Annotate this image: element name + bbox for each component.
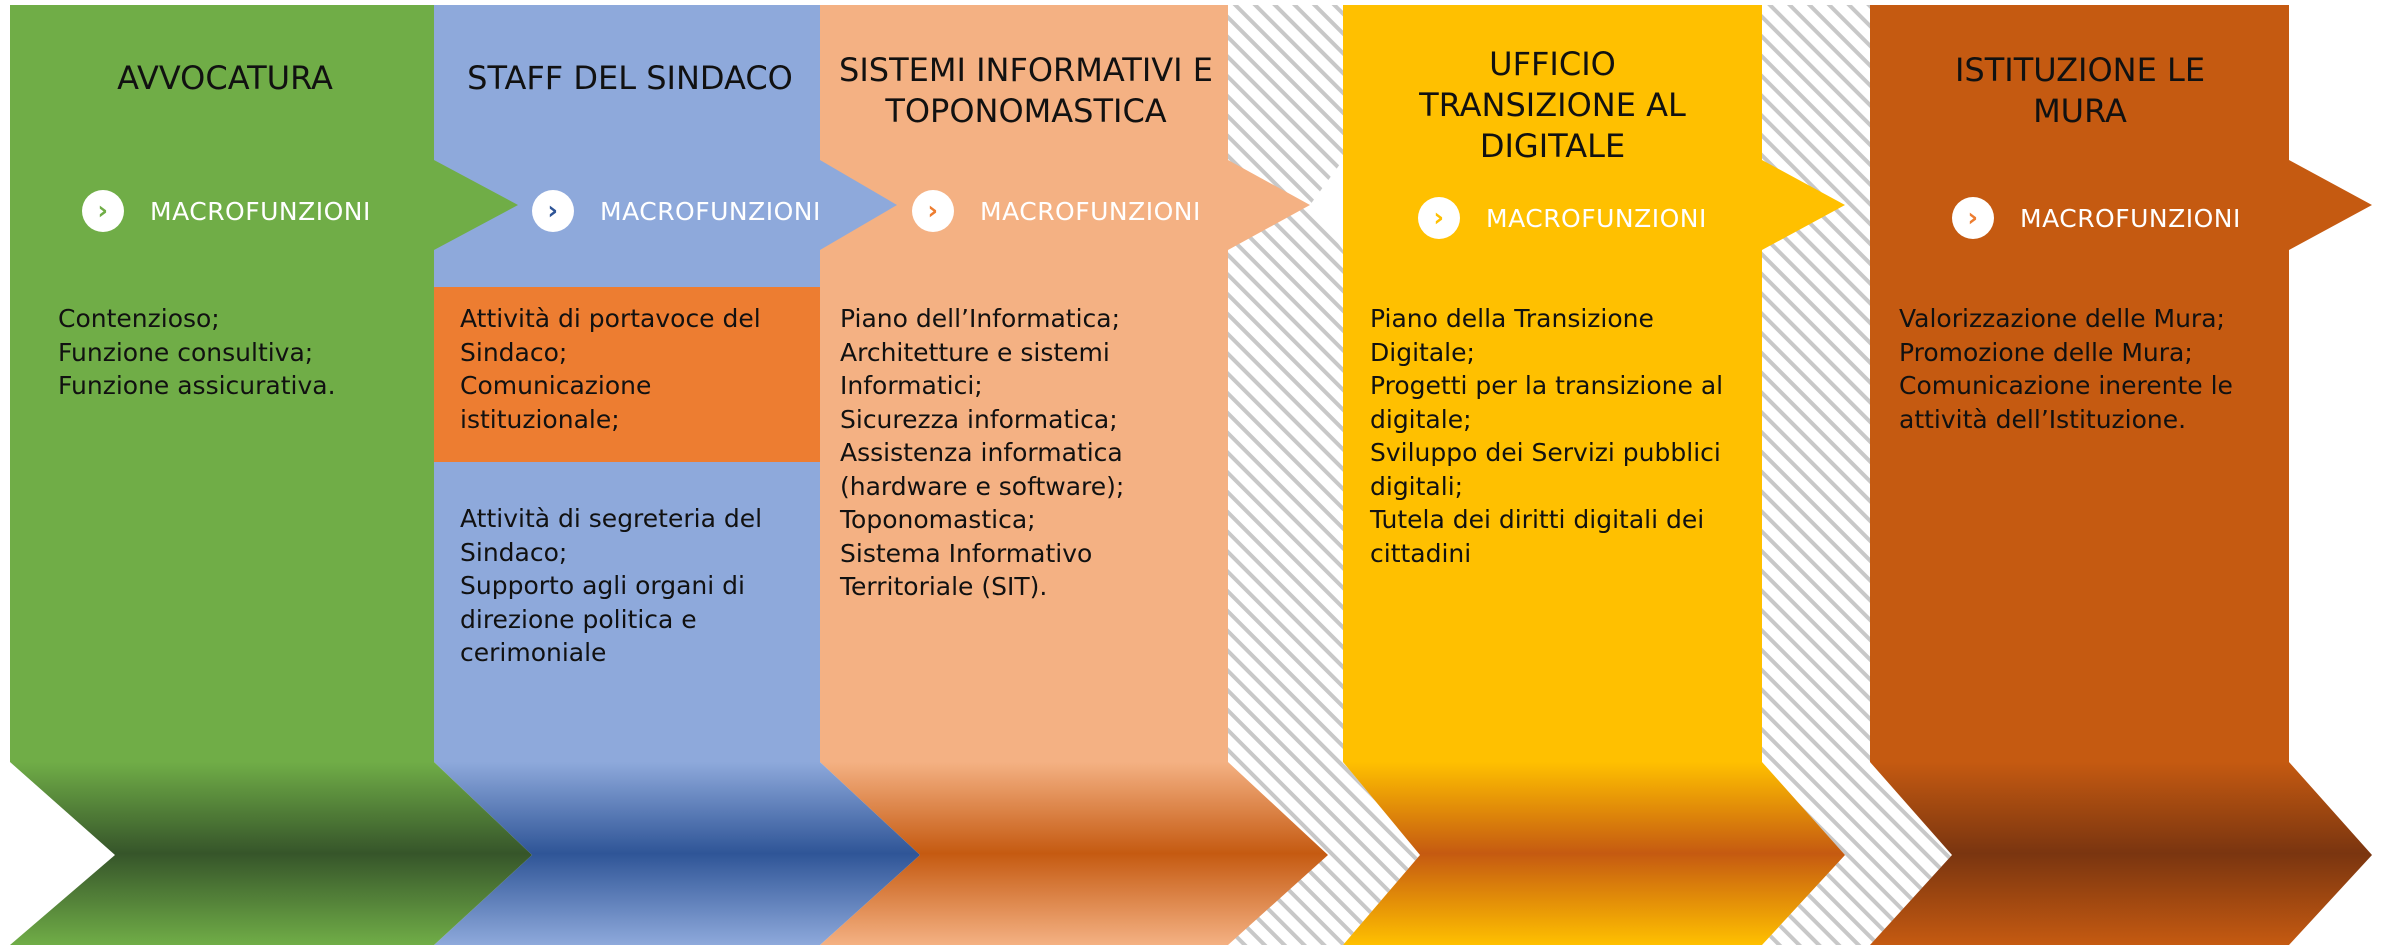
macrofunzioni-header: › MACROFUNZIONI <box>532 190 821 232</box>
column-transizione-body <box>1343 5 1845 762</box>
chevron-right-icon: › <box>1952 197 1994 239</box>
column-avvocatura-body <box>10 5 518 762</box>
list-item: Sindaco; <box>460 537 568 567</box>
macrofunzioni-label: MACROFUNZIONI <box>600 196 821 226</box>
function-list: Piano della Transizione Digitale; Proget… <box>1370 302 1723 570</box>
column-avvocatura-chevron <box>10 762 532 945</box>
macrofunzioni-label: MACROFUNZIONI <box>1486 203 1707 233</box>
list-item: cerimoniale <box>460 638 607 667</box>
chevron-right-icon: › <box>912 190 954 232</box>
list-item: Valorizzazione delle Mura; <box>1899 304 2225 333</box>
macrofunzioni-header: › MACROFUNZIONI <box>1952 197 2241 239</box>
list-item: Digitale; <box>1370 337 1475 367</box>
column-staff-chevron <box>434 762 920 945</box>
list-item: Piano della Transizione <box>1370 304 1654 333</box>
column-sistemi-chevron <box>820 762 1328 945</box>
list-item: Piano dell’Informatica; <box>840 304 1121 333</box>
list-item: Contenzioso; <box>58 304 220 333</box>
list-item: Sviluppo dei Servizi pubblici <box>1370 438 1721 467</box>
list-item: attività dell’Istituzione. <box>1899 404 2187 434</box>
column-transizione-chevron <box>1343 762 1845 945</box>
hatched-spacer <box>1228 5 1343 762</box>
macrofunzioni-label: MACROFUNZIONI <box>2020 203 2241 233</box>
list-item: direzione politica e <box>460 604 697 634</box>
list-item: Territoriale (SIT). <box>840 572 1048 601</box>
staff-highlight-box <box>434 287 820 462</box>
macrofunzioni-header: › MACROFUNZIONI <box>912 190 1201 232</box>
column-istituzione-body <box>1870 5 2372 762</box>
macrofunzioni-label: MACROFUNZIONI <box>980 196 1201 226</box>
macrofunzioni-header: › MACROFUNZIONI <box>1418 197 1707 239</box>
list-item: Comunicazione inerente le <box>1899 371 2233 400</box>
chevron-right-icon: › <box>1418 197 1460 239</box>
list-item: Toponomastica; <box>840 505 1036 534</box>
list-item: Promozione delle Mura; <box>1899 337 2193 367</box>
list-item: Comunicazione <box>460 371 652 400</box>
list-item: Informatici; <box>840 371 983 400</box>
list-item: Attività di portavoce del <box>460 304 761 333</box>
function-list: Contenzioso; Funzione consultiva; Funzio… <box>58 302 336 403</box>
highlight-function-list: Attività di portavoce del Sindaco; Comun… <box>460 302 761 436</box>
list-item: Sindaco; <box>460 337 568 367</box>
column-title: AVVOCATURA <box>117 59 333 97</box>
list-item: digitale; <box>1370 404 1472 434</box>
chevron-right-icon: › <box>532 190 574 232</box>
function-list: Valorizzazione delle Mura; Promozione de… <box>1899 302 2233 436</box>
column-title: ISTITUZIONE LE MURA <box>1954 51 2206 130</box>
macrofunzioni-header: › MACROFUNZIONI <box>82 190 371 232</box>
list-item: Sicurezza informatica; <box>840 404 1118 434</box>
macrofunzioni-label: MACROFUNZIONI <box>150 196 371 226</box>
chevron-right-icon: › <box>82 190 124 232</box>
list-item: Funzione consultiva; <box>58 337 314 367</box>
hatched-spacer <box>1762 762 1952 945</box>
list-item: Supporto agli organi di <box>460 571 745 600</box>
list-item: cittadini <box>1370 538 1472 568</box>
column-title: STAFF DEL SINDACO <box>467 59 793 97</box>
hatched-spacer <box>1762 5 1870 762</box>
column-title: UFFICIO TRANSIZIONE AL DIGITALE <box>1419 45 1686 165</box>
list-item: digitali; <box>1370 471 1464 501</box>
column-title: SISTEMI INFORMATIVI E TOPONOMASTICA <box>839 51 1213 130</box>
list-item: istituzionale; <box>460 404 620 434</box>
list-item: Attività di segreteria del <box>460 504 763 533</box>
list-item: Sistema Informativo <box>840 538 1093 568</box>
list-item: Tutela dei diritti digitali dei <box>1370 505 1705 534</box>
function-list: Attività di segreteria del Sindaco; Supp… <box>460 502 762 670</box>
list-item: Assistenza informatica <box>840 438 1123 467</box>
list-item: Architetture e sistemi <box>840 337 1110 367</box>
list-item: (hardware e software); <box>840 471 1125 501</box>
function-list: Piano dell’Informatica; Architetture e s… <box>840 302 1124 604</box>
column-istituzione-chevron <box>1870 762 2372 945</box>
list-item: Progetti per la transizione al <box>1370 371 1724 400</box>
list-item: Funzione assicurativa. <box>58 371 336 400</box>
